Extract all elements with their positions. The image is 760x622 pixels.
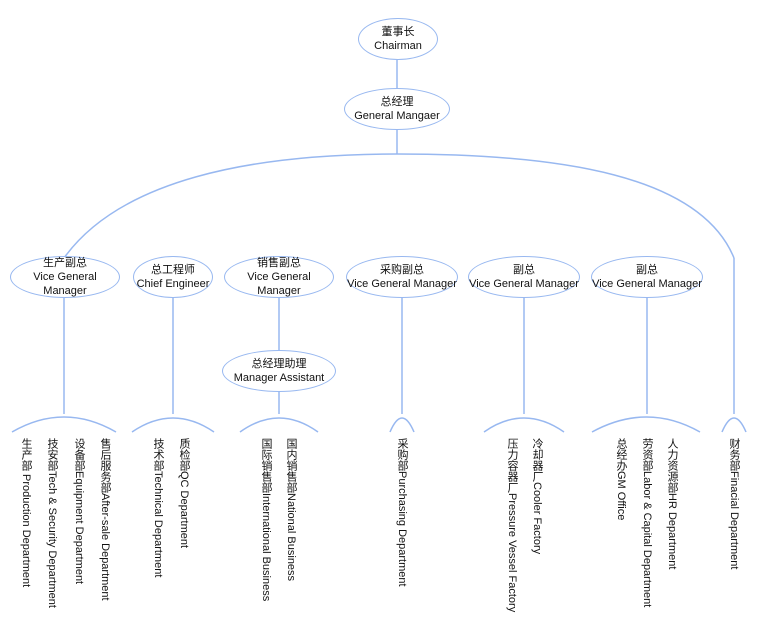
assistant-node: 总经理助理 Manager Assistant [222,350,336,392]
vp-zh: 总工程师 [151,264,195,276]
gm-zh: 总经理 [380,96,414,108]
vp-node-admin: 副总 Vice General Manager [591,256,703,298]
vp-node-sales: 销售副总 Vice General Manager [224,256,334,298]
vp-en: Vice General Manager [33,271,97,297]
dept-production: 生产部 Production Department [20,438,32,588]
assistant-zh: 总经理助理 [251,358,307,370]
chairman-zh: 董事长 [381,26,415,38]
bracket-admin [591,416,701,433]
bracket-purchasing [389,417,415,433]
vp-en: Vice General Manager [247,271,311,297]
dept-after-sale: 售后服务部After-sale Department [99,438,111,601]
vp-zh: 副总 [513,264,535,276]
vp-node-factories: 副总 Vice General Manager [468,256,580,298]
bracket-sales [239,417,319,433]
vp-node-production: 生产副总 Vice General Manager [10,256,120,298]
vp-en: Vice General Manager [347,278,457,290]
dept-labor-capital: 劳资部Labor & Capital Department [641,438,653,608]
dept-international: 国际销售部International Business [260,438,272,602]
dept-finance: 财务部Finacial Department [728,438,740,570]
chairman-node: 董事长 Chairman [358,18,438,60]
vp-node-chief-engineer: 总工程师 Chief Engineer [133,256,213,298]
dept-qc: 质检部QC Department [178,438,190,549]
dept-equipment: 设备部Equipment Department [73,438,85,585]
arch-main [63,153,735,259]
bracket-production [11,416,117,433]
dept-national: 国内销售部National Business [285,438,297,582]
bracket-factories [483,417,565,433]
gm-en: General Mangaer [354,110,440,122]
bracket-engineering [131,417,215,433]
vp-zh: 销售副总 [257,257,301,269]
dept-pressure-vessel: 压力容器厂Pressure Vessel Factory [506,438,518,613]
dept-tech-security: 技安部Tech & Security Department [46,438,58,608]
dept-technical: 技术部Technical Department [152,438,164,578]
dept-cooler: 冷却器厂Cooler Factory [531,438,543,555]
vp-en: Vice General Manager [592,278,702,290]
vp-zh: 副总 [636,264,658,276]
dept-hr: 人力资源部HR Department [666,438,678,570]
dept-purchasing: 采购部Purchasing Department [396,438,408,587]
vp-en: Chief Engineer [136,278,210,290]
chairman-en: Chairman [374,40,422,52]
gm-node: 总经理 General Mangaer [344,88,450,130]
vp-node-purchasing: 采购副总 Vice General Manager [346,256,458,298]
dept-gm-office: 总经办GM Office [615,438,627,521]
vp-zh: 采购副总 [380,264,424,276]
assistant-en: Manager Assistant [233,372,325,384]
vp-en: Vice General Manager [469,278,579,290]
vp-zh: 生产副总 [43,257,87,269]
bracket-finance [721,417,747,433]
